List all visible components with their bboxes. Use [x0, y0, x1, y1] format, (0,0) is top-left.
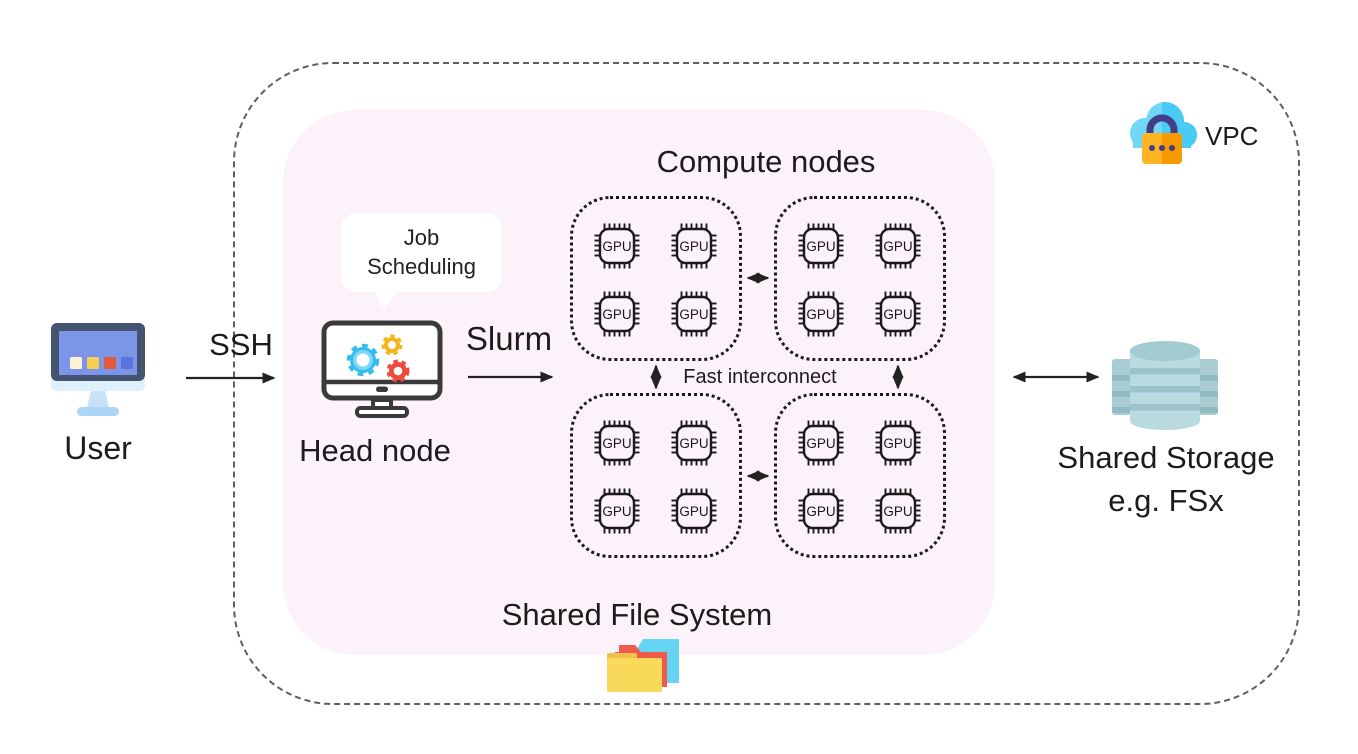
gpu-chip-label: GPU — [602, 239, 631, 254]
gpu-chip-icon: GPU — [798, 291, 844, 337]
gpu-chip-label: GPU — [806, 307, 835, 322]
gpu-chip-label: GPU — [883, 239, 912, 254]
gpu-chip-icon: GPU — [798, 223, 844, 269]
gpu-chip-icon: GPU — [671, 291, 717, 337]
gpu-chip-label: GPU — [602, 307, 631, 322]
compute-node-box-top-left: GPU GPU — [570, 196, 742, 361]
compute-node-box-top-right: GPU GPU — [774, 196, 946, 361]
head-node-icon — [321, 320, 443, 418]
gpu-chip-label: GPU — [602, 504, 631, 519]
gpu-grid: GPU GPU — [797, 419, 922, 535]
gpu-chip: GPU — [593, 222, 641, 270]
gpu-chip-icon: GPU — [671, 488, 717, 534]
gpu-chip: GPU — [670, 222, 718, 270]
gpu-chip-label: GPU — [883, 307, 912, 322]
gpu-chip-label: GPU — [806, 436, 835, 451]
compute-node-box-bottom-left: GPU GPU — [570, 393, 742, 558]
gpu-chip: GPU — [593, 290, 641, 338]
vpc-boundary — [233, 62, 1300, 705]
gpu-chip: GPU — [797, 222, 845, 270]
gpu-chip-label: GPU — [883, 436, 912, 451]
compute-node-box-bottom-right: GPU GPU — [774, 393, 946, 558]
vpc-label: VPC — [1205, 121, 1259, 151]
gpu-chip: GPU — [874, 487, 922, 535]
gpu-chip-icon: GPU — [671, 420, 717, 466]
gpu-chip: GPU — [797, 419, 845, 467]
gpu-chip: GPU — [797, 290, 845, 338]
gpu-chip-label: GPU — [679, 504, 708, 519]
gpu-chip: GPU — [670, 419, 718, 467]
folders-icon — [607, 639, 679, 692]
gpu-chip-label: GPU — [602, 436, 631, 451]
gpu-chip-label: GPU — [679, 307, 708, 322]
gpu-chip-icon: GPU — [798, 488, 844, 534]
compute-nodes-title: Compute nodes — [656, 144, 876, 179]
shared-storage-label-line2: e.g. FSx — [1108, 483, 1224, 518]
gpu-grid: GPU GPU — [593, 419, 718, 535]
head-node-label: Head node — [299, 433, 451, 468]
ssh-label: SSH — [209, 327, 273, 362]
gpu-grid: GPU GPU — [797, 222, 922, 338]
gpu-chip-icon: GPU — [798, 420, 844, 466]
gpu-chip-icon: GPU — [875, 291, 921, 337]
fast-interconnect-label: Fast interconnect — [683, 366, 837, 388]
shared-storage-label-line1: Shared Storage — [1057, 440, 1275, 475]
gpu-chip-icon: GPU — [594, 291, 640, 337]
gpu-grid: GPU GPU — [593, 222, 718, 338]
gpu-chip: GPU — [874, 290, 922, 338]
vpc-cloud-lock-icon — [1130, 102, 1197, 164]
gpu-chip-icon: GPU — [594, 223, 640, 269]
user-label: User — [64, 430, 132, 466]
job-scheduling-label: Job Scheduling — [367, 224, 476, 279]
gpu-chip: GPU — [797, 487, 845, 535]
gpu-chip-icon: GPU — [594, 488, 640, 534]
lock-shackle — [1146, 114, 1178, 135]
gpu-chip-label: GPU — [883, 504, 912, 519]
gpu-chip-label: GPU — [679, 239, 708, 254]
gpu-chip-icon: GPU — [875, 223, 921, 269]
gpu-chip-icon: GPU — [671, 223, 717, 269]
gpu-chip-label: GPU — [806, 504, 835, 519]
gpu-chip: GPU — [874, 419, 922, 467]
shared-storage-icon — [1112, 341, 1218, 430]
shared-file-system-label: Shared File System — [501, 597, 773, 632]
gpu-chip: GPU — [670, 290, 718, 338]
bubble-tail — [375, 290, 399, 310]
gpu-chip-icon: GPU — [875, 420, 921, 466]
gpu-chip: GPU — [874, 222, 922, 270]
job-scheduling-bubble: Job Scheduling — [341, 213, 502, 310]
gpu-chip-label: GPU — [679, 436, 708, 451]
gpu-chip-icon: GPU — [875, 488, 921, 534]
gpu-chip: GPU — [670, 487, 718, 535]
user-computer-icon — [51, 323, 145, 416]
slurm-label: Slurm — [465, 320, 553, 357]
gpu-chip-icon: GPU — [594, 420, 640, 466]
gpu-chip: GPU — [593, 487, 641, 535]
gpu-chip-label: GPU — [806, 239, 835, 254]
gpu-chip: GPU — [593, 419, 641, 467]
